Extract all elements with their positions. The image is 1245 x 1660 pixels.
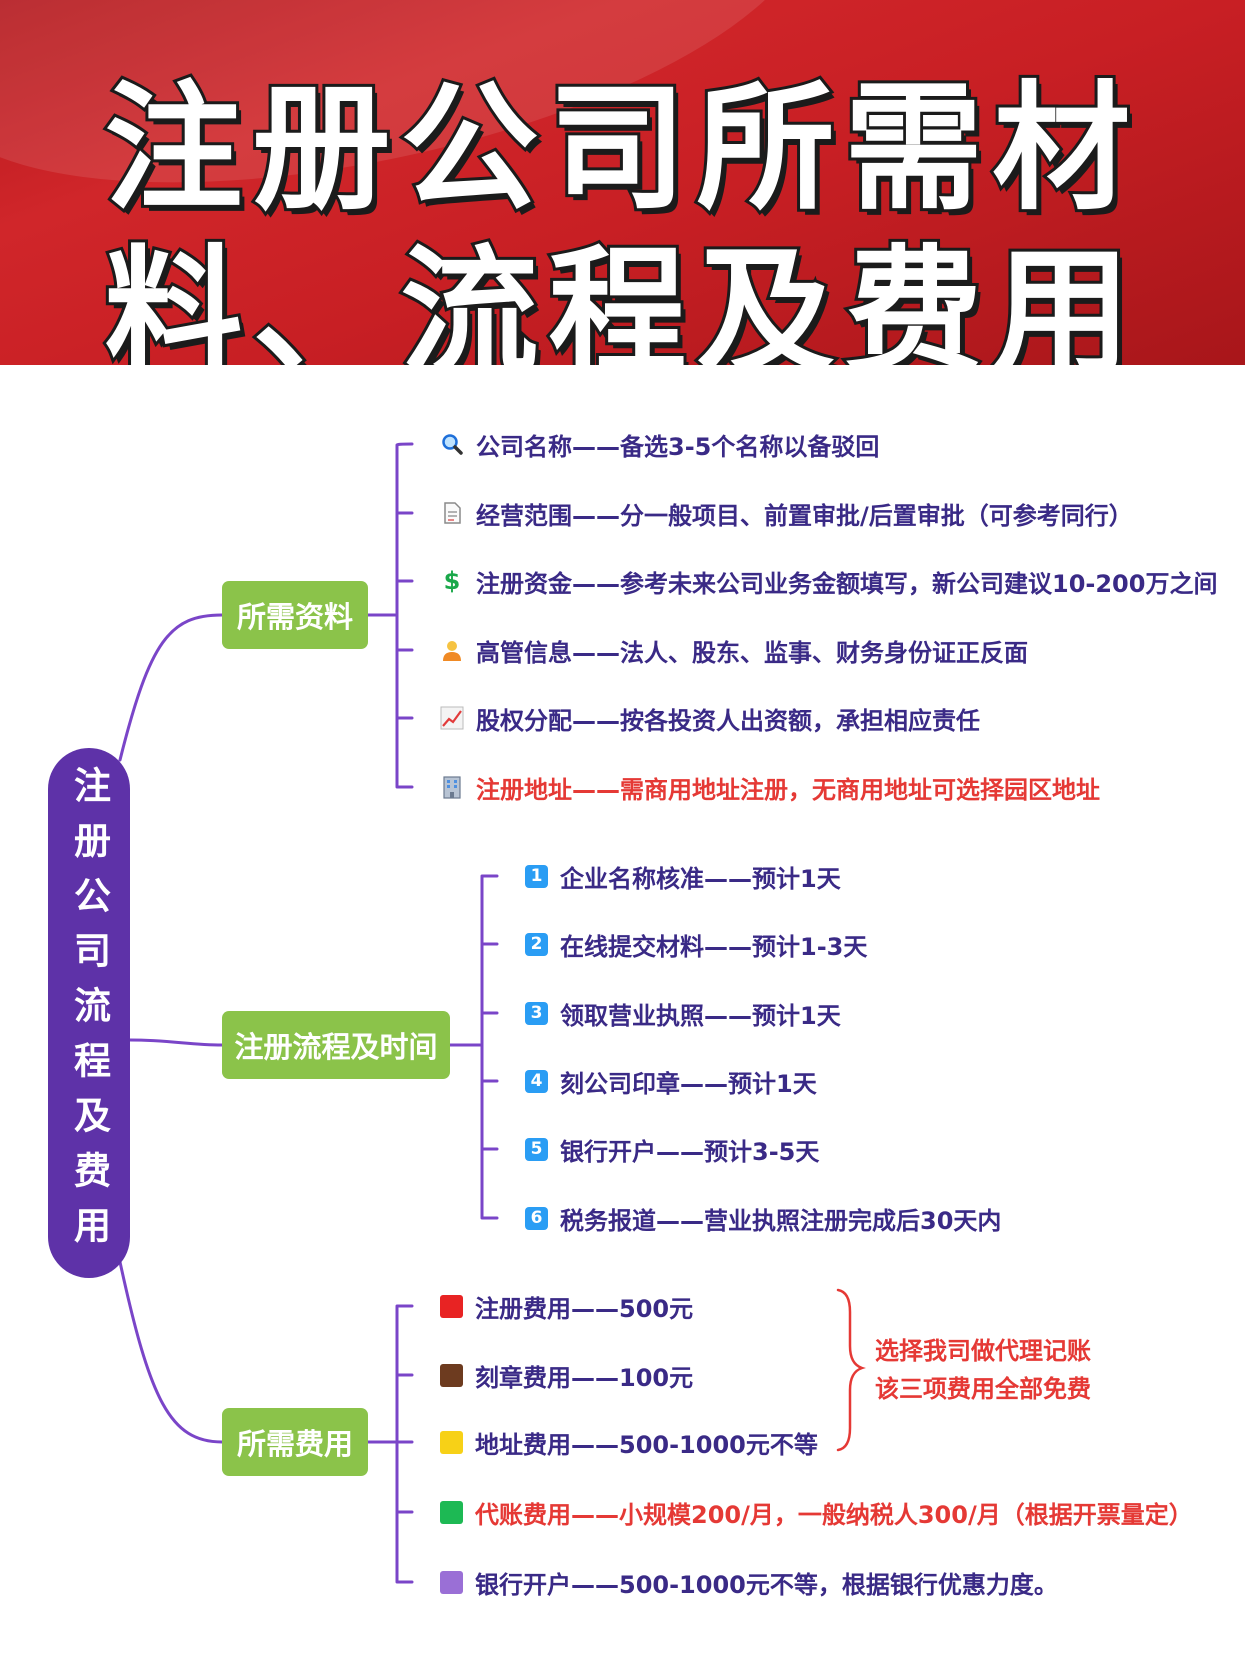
item-text: 注册资金——参考未来公司业务金额填写，新公司建议10-200万之间 [476,569,1218,598]
list-item: 2 在线提交材料——预计1-3天 [525,924,867,964]
list-item: 5 银行开户——预计3-5天 [525,1129,819,1169]
item-text: 企业名称核准——预计1天 [560,864,841,893]
category-materials: 所需资料 [222,581,368,649]
document-icon [440,501,464,525]
list-item: 银行开户——500-1000元不等，根据银行优惠力度。 [440,1562,1058,1602]
connector-root-fees [118,1260,224,1444]
item-text: 税务报道——营业执照注册完成后30天内 [560,1206,1002,1235]
person-icon [440,638,464,662]
list-item: 4 刻公司印章——预计1天 [525,1061,817,1101]
number-3-icon: 3 [525,1001,548,1025]
dollar-icon: $ [443,567,461,595]
list-item: 3 领取营业执照——预计1天 [525,993,841,1033]
list-item: 注册地址——需商用地址注册，无商用地址可选择园区地址 [440,767,1100,807]
item-text: 代账费用——小规模200/月，一般纳税人300/月（根据开票量定） [475,1500,1193,1529]
item-text: 公司名称——备选3-5个名称以备驳回 [476,432,880,461]
item-text: 刻章费用——100元 [475,1363,694,1392]
curly-brace [836,1288,866,1452]
chart-increasing-icon [440,706,464,730]
yellow-square-icon [440,1430,463,1454]
item-text: 注册地址——需商用地址注册，无商用地址可选择园区地址 [476,775,1100,804]
category-process: 注册流程及时间 [222,1011,450,1079]
free-fees-note: 选择我司做代理记账 该三项费用全部免费 [875,1332,1091,1408]
bracket-fees [366,1304,414,1584]
list-item: 1 企业名称核准——预计1天 [525,856,841,896]
list-item: 6 税务报道——营业执照注册完成后30天内 [525,1198,1001,1238]
magnifier-icon [440,432,464,456]
red-square-icon [440,1294,463,1318]
number-1-icon: 1 [525,864,548,888]
list-item: 高管信息——法人、股东、监事、财务身份证正反面 [440,630,1028,670]
list-item: 股权分配——按各投资人出资额，承担相应责任 [440,698,980,738]
office-building-icon [440,775,464,799]
item-text: 高管信息——法人、股东、监事、财务身份证正反面 [476,638,1028,667]
number-5-icon: 5 [525,1137,548,1161]
category-fees-label: 所需费用 [236,1427,353,1461]
title-line-1: 注册公司所需材 [101,65,1141,232]
title-line-2: 料、流程及费用 [101,229,1141,365]
bracket-materials [366,442,414,789]
note-line-1: 选择我司做代理记账 [875,1337,1091,1365]
item-text: 股权分配——按各投资人出资额，承担相应责任 [476,706,980,735]
list-item: 公司名称——备选3-5个名称以备驳回 [440,424,879,464]
list-item: 经营范围——分一般项目、前置审批/后置审批（可参考同行） [440,493,1133,533]
number-2-icon: 2 [525,932,548,956]
connector-root-materials [118,613,224,762]
item-text: 刻公司印章——预计1天 [560,1069,817,1098]
item-text: 在线提交材料——预计1-3天 [560,932,868,961]
list-item: $ 注册资金——参考未来公司业务金额填写，新公司建议10-200万之间 [440,561,1218,601]
item-text: 领取营业执照——预计1天 [560,1001,841,1030]
note-line-2: 该三项费用全部免费 [875,1375,1091,1403]
number-6-icon: 6 [525,1206,548,1230]
category-materials-label: 所需资料 [236,600,353,634]
list-item: 代账费用——小规模200/月，一般纳税人300/月（根据开票量定） [440,1492,1193,1532]
category-fees: 所需费用 [222,1408,368,1476]
root-label: 注册公司流程及费用 [67,765,111,1261]
root-node: 注册公司流程及费用 [48,748,130,1278]
item-text: 注册费用——500元 [475,1294,694,1323]
brown-square-icon [440,1363,463,1387]
list-item: 刻章费用——100元 [440,1355,693,1395]
item-text: 银行开户——500-1000元不等，根据银行优惠力度。 [475,1570,1058,1599]
number-4-icon: 4 [525,1069,548,1093]
purple-square-icon [440,1570,463,1594]
bracket-process [448,874,499,1220]
list-item: 注册费用——500元 [440,1286,693,1326]
connector-root-process [128,1038,224,1047]
item-text: 地址费用——500-1000元不等 [475,1430,818,1459]
item-text: 经营范围——分一般项目、前置审批/后置审批（可参考同行） [476,501,1133,530]
item-text: 银行开户——预计3-5天 [560,1137,820,1166]
category-process-label: 注册流程及时间 [234,1030,438,1064]
title-banner: 注册公司所需材 料、流程及费用 [0,0,1245,365]
green-square-icon [440,1500,463,1524]
list-item: 地址费用——500-1000元不等 [440,1422,818,1462]
